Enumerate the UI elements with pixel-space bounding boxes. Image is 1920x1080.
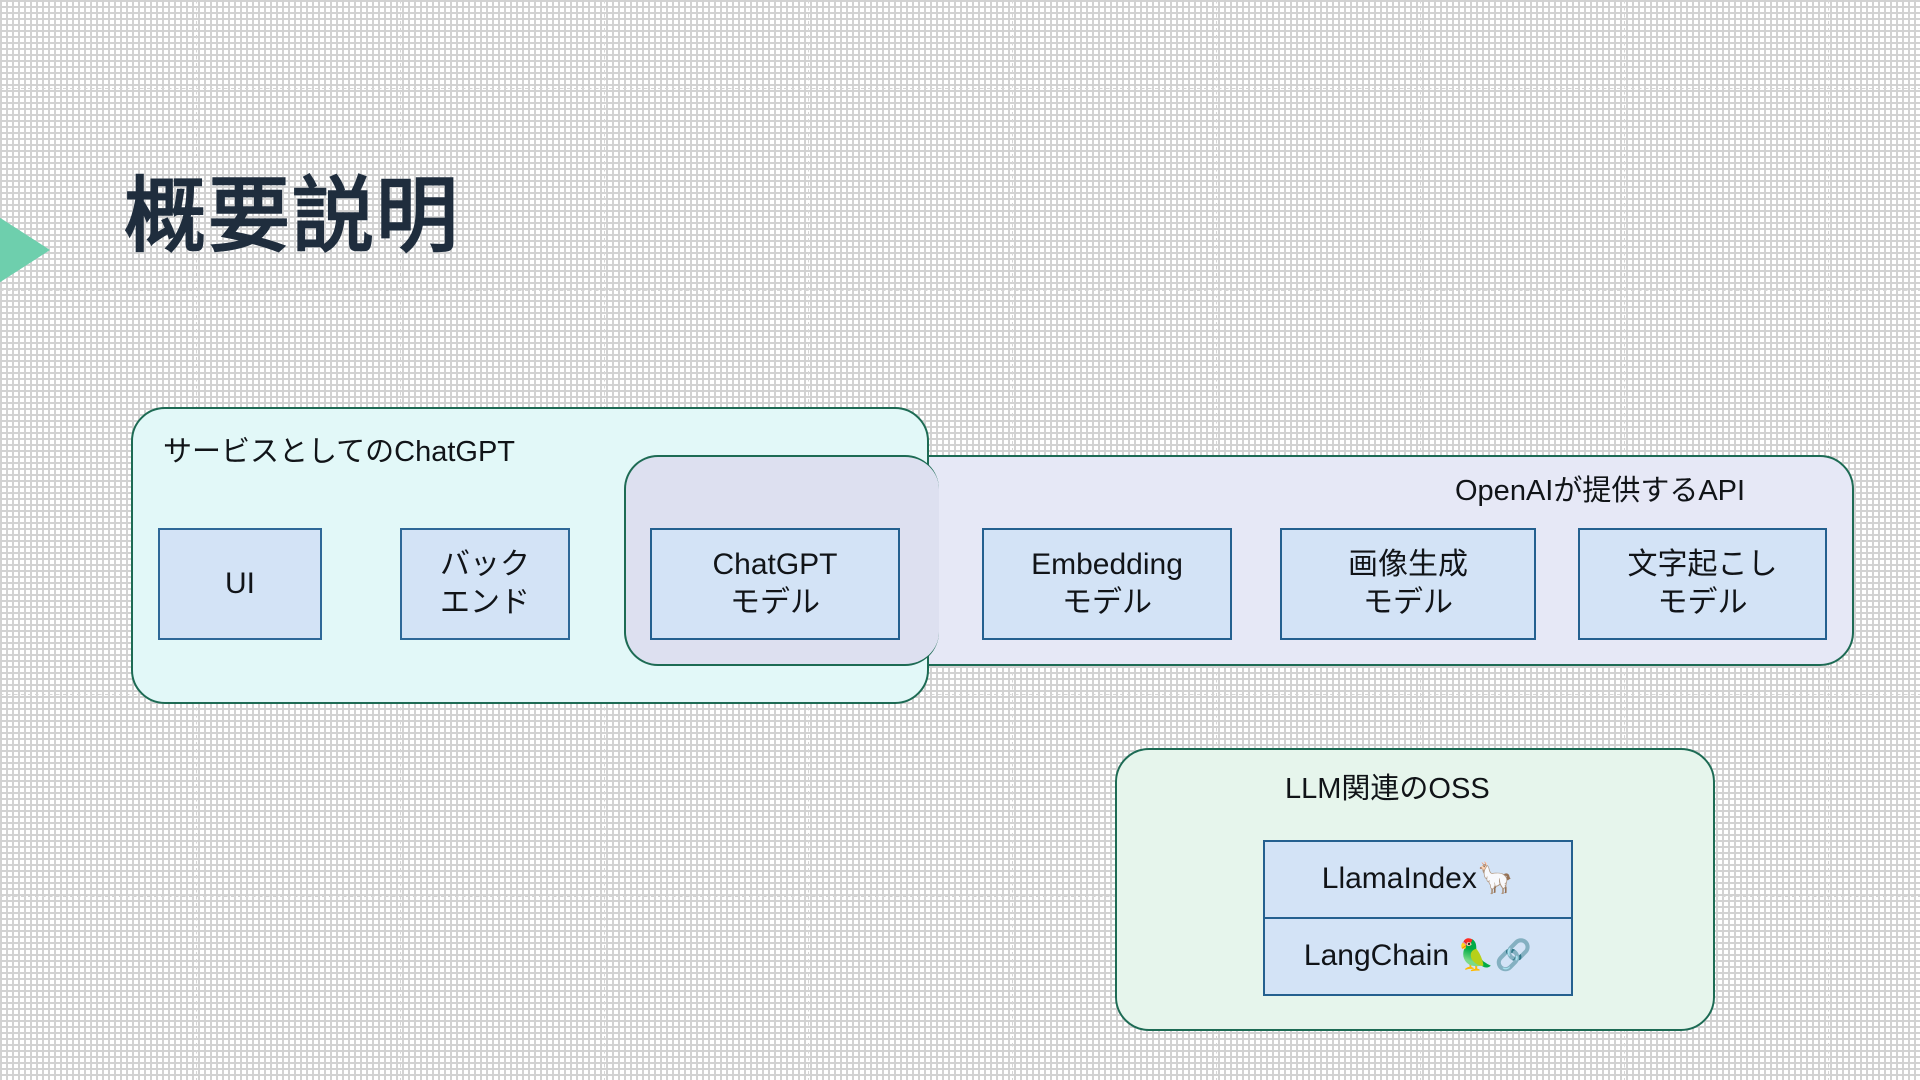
grid-line-vertical xyxy=(90,0,91,1080)
group-label-service-chatgpt: サービスとしてのChatGPT xyxy=(163,436,516,468)
item-box-image-gen-model[interactable]: 画像生成 モデル xyxy=(1280,528,1536,640)
grid-line-horizontal xyxy=(0,88,1920,89)
item-box-embedding-model[interactable]: Embedding モデル xyxy=(982,528,1232,640)
group-label-llm-oss: LLM関連のOSS xyxy=(1285,773,1490,805)
item-box-chatgpt-model[interactable]: ChatGPT モデル xyxy=(650,528,900,640)
item-box-backend[interactable]: バック エンド xyxy=(400,528,570,640)
item-box-transcription-model[interactable]: 文字起こし モデル xyxy=(1578,528,1827,640)
grid-line-horizontal xyxy=(0,694,1920,695)
accent-triangle-icon xyxy=(0,210,50,290)
grid-line-horizontal xyxy=(0,290,1920,291)
item-box-langchain[interactable]: LangChain 🦜🔗 xyxy=(1263,918,1573,996)
item-box-ui[interactable]: UI xyxy=(158,528,322,640)
item-box-llamaindex[interactable]: LlamaIndex🦙 xyxy=(1263,840,1573,918)
grid-line-horizontal xyxy=(0,896,1920,897)
page-title: 概要説明 xyxy=(124,171,461,262)
group-label-openai-api: OpenAIが提供するAPI xyxy=(1455,475,1746,507)
